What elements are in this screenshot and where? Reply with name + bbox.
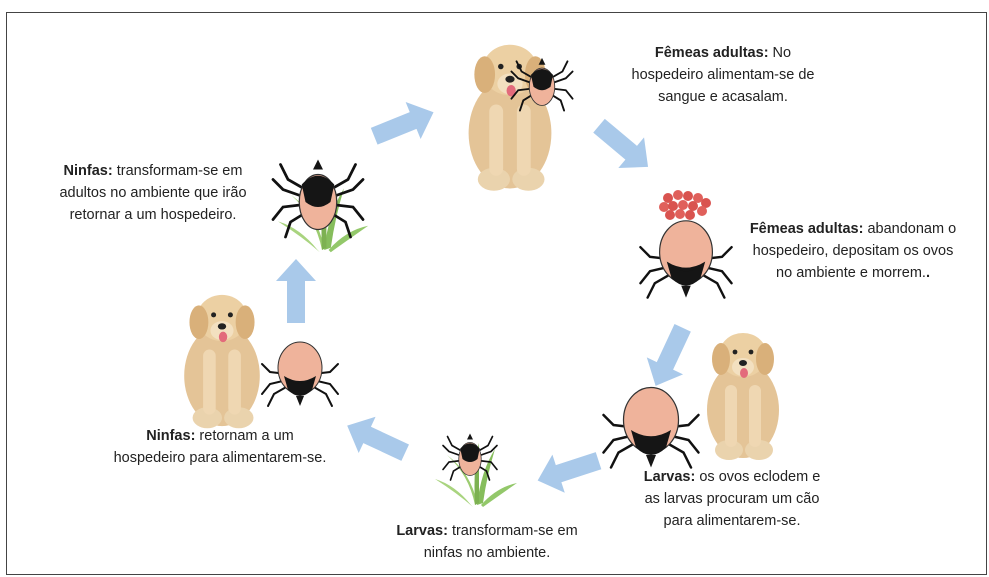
- stage-text-line: abandonam o: [863, 221, 956, 237]
- cycle-arrow-1: [367, 94, 441, 155]
- stage-text-line: para alimentarem-se.: [622, 510, 842, 532]
- stage-title: Ninfas:: [64, 163, 113, 179]
- stage-text-line: adultos no ambiente que irão: [28, 182, 278, 204]
- stage-text-line: ninfas no ambiente.: [382, 542, 592, 564]
- stage-text-line: retornam a um: [195, 428, 293, 444]
- stage-adult-on-host: Fêmeas adultas: No hospedeiro alimentam-…: [598, 42, 848, 108]
- dog-top-illustration: [469, 45, 552, 191]
- nymph-tick-feeding: [262, 342, 338, 406]
- stage-text-line: hospedeiro para alimentarem-se.: [100, 447, 340, 469]
- cycle-arrow-4: [531, 442, 604, 500]
- stage-text-line: No: [769, 45, 792, 61]
- stage-nymph-feed: Ninfas: retornam a um hospedeiro para al…: [100, 425, 340, 469]
- egg-cluster: [659, 190, 711, 220]
- stage-adult-off-host: Fêmeas adultas: abandonam o hospedeiro, …: [728, 218, 978, 284]
- stage-title: Fêmeas adultas:: [750, 221, 864, 237]
- cycle-arrow-2: [586, 110, 661, 182]
- stage-text-line: retornar a um hospedeiro.: [28, 204, 278, 226]
- dog-right-illustration: [707, 333, 779, 460]
- stage-nymph-molt: Ninfas: transformam-se em adultos no amb…: [28, 160, 278, 226]
- stage-text-line: as larvas procuram um cão: [622, 488, 842, 510]
- stage-larvae-hatch: Larvas: os ovos eclodem e as larvas proc…: [622, 466, 842, 532]
- stage-trailing-period: .: [926, 265, 930, 281]
- stage-title: Ninfas:: [146, 428, 195, 444]
- stage-title: Larvas:: [644, 469, 696, 485]
- stage-text-line: no ambiente e morrem.: [776, 265, 926, 281]
- stage-text-line: hospedeiro alimentam-se de: [598, 64, 848, 86]
- engorged-female-tick: [640, 221, 731, 298]
- stage-text-line: transformam-se em: [448, 523, 578, 539]
- larva-tick-grass: [443, 434, 497, 481]
- stage-title: Fêmeas adultas:: [655, 45, 769, 61]
- larva-tick-right: [604, 388, 699, 468]
- dog-left-illustration: [184, 295, 260, 428]
- stage-larvae-molt: Larvas: transformam-se em ninfas no ambi…: [382, 520, 592, 564]
- cycle-arrow-5: [339, 408, 414, 471]
- stage-text-line: sangue e acasalam.: [598, 86, 848, 108]
- stage-text-line: transformam-se em: [113, 163, 243, 179]
- cycle-arrow-3: [638, 319, 701, 394]
- cycle-arrow-6: [276, 259, 316, 323]
- stage-text-line: hospedeiro, depositam os ovos: [728, 240, 978, 262]
- stage-text-line: os ovos eclodem e: [695, 469, 820, 485]
- stage-title: Larvas:: [396, 523, 448, 539]
